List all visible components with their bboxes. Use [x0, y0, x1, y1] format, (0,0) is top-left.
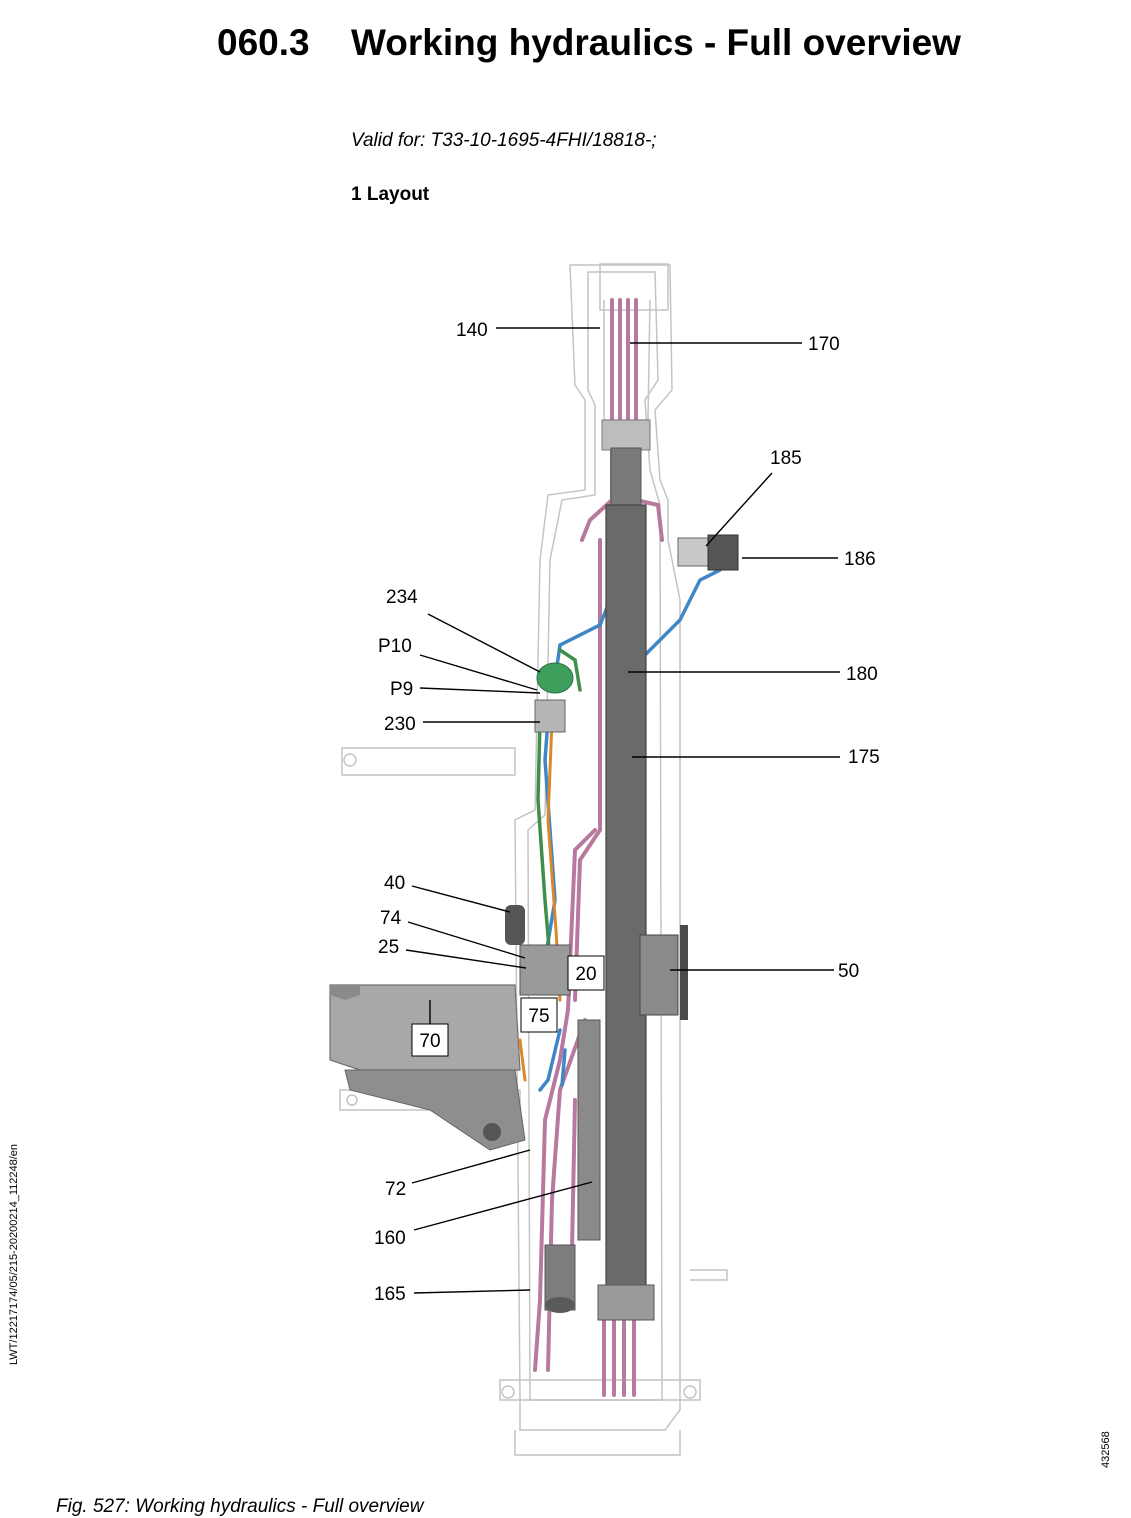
hydraulic-tank: [329, 984, 526, 1151]
callout-50: 50: [838, 961, 859, 982]
page-title: Working hydraulics - Full overview: [351, 22, 961, 63]
callout-175: 175: [848, 747, 880, 768]
callout-40: 40: [384, 873, 405, 894]
page-heading: 060.3 Working hydraulics - Full overview: [0, 22, 1131, 72]
callout-p9: P9: [390, 679, 413, 700]
boxed-callouts: 20 75 70: [411, 955, 605, 1057]
image-id: 432568: [1100, 1431, 1112, 1468]
validity-note: Valid for: T33-10-1695-4FHI/18818-;: [351, 130, 657, 151]
callout-74: 74: [380, 908, 402, 929]
callout-180: 180: [846, 664, 878, 685]
callout-165: 165: [374, 1284, 406, 1305]
callout-20: 20: [575, 964, 596, 985]
callout-75: 75: [528, 1006, 549, 1027]
callout-234: 234: [386, 587, 418, 608]
callout-72: 72: [385, 1179, 406, 1200]
callout-p10: P10: [378, 636, 412, 657]
callout-25: 25: [378, 937, 399, 958]
callout-70: 70: [419, 1031, 440, 1052]
section-number: 060.3: [217, 22, 310, 63]
subsection-heading: 1 Layout: [351, 184, 430, 205]
boom-frame: [339, 263, 728, 1456]
figure-caption: Fig. 527: Working hydraulics - Full over…: [56, 1496, 424, 1517]
components: [505, 534, 739, 1020]
callout-140: 140: [456, 320, 488, 341]
callout-186: 186: [844, 549, 876, 570]
leader-lines: [405, 327, 840, 1294]
callout-labels: 140 170 185 186 234 P10 P9 230 180 175 4…: [374, 320, 880, 1305]
callout-230: 230: [384, 714, 416, 735]
document-code: LWT/12217174/05/215-20200214_112248/en: [8, 1143, 20, 1365]
callout-170: 170: [808, 334, 840, 355]
lift-cylinder: [597, 419, 655, 1321]
callout-160: 160: [374, 1228, 406, 1249]
callout-185: 185: [770, 448, 802, 469]
hoses-green: [536, 648, 582, 962]
